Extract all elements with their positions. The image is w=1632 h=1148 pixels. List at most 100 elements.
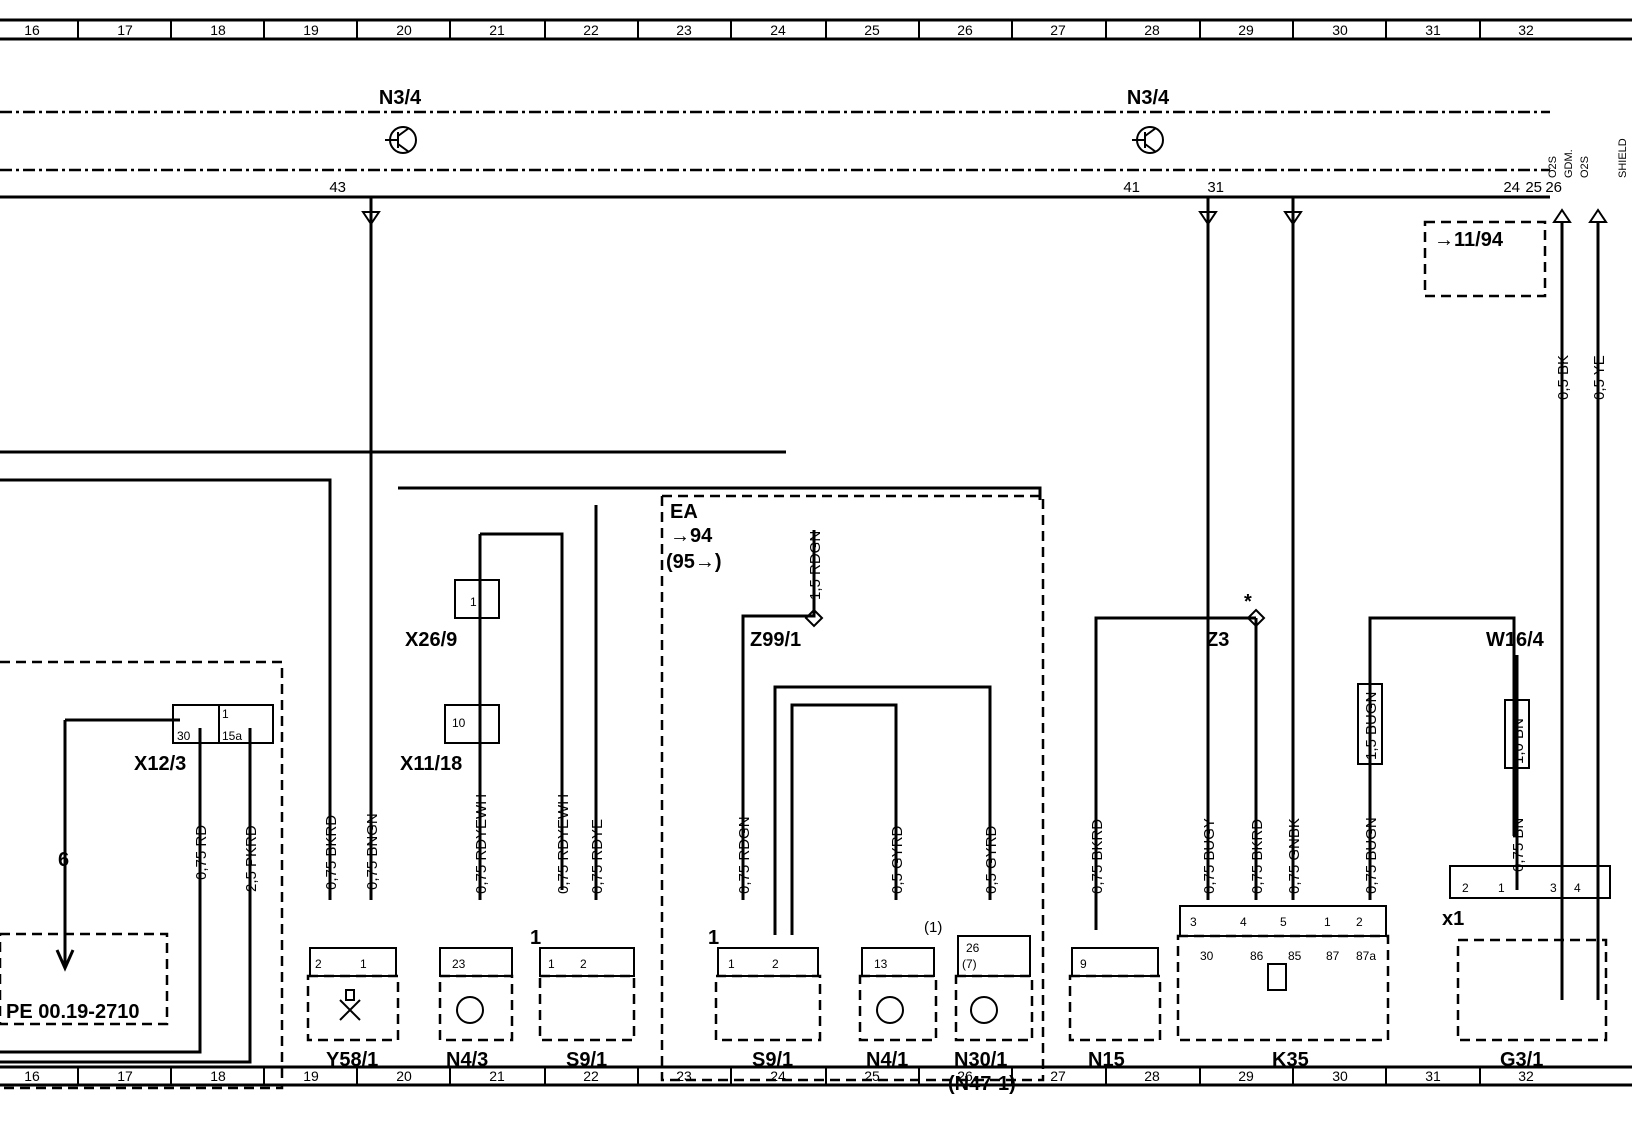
connectors-x26-x11: 1 X26/9 10 X11/18: [400, 579, 500, 775]
n30-1-label: N30/1: [954, 1049, 1007, 1071]
x12-3-label: X12/3: [134, 753, 186, 775]
ruler-bottom-20: 20: [396, 1068, 412, 1084]
z3-star: *: [1244, 591, 1252, 613]
s9-1-b-ref-1: 1: [708, 927, 719, 949]
ruler-bottom-22: 22: [583, 1068, 599, 1084]
s9-1-a-pin-2: 2: [580, 957, 587, 971]
n15-pin-9: 9: [1080, 957, 1087, 971]
x1-pin-1: 1: [1498, 881, 1505, 895]
z20-1-box: →11/94: [1423, 220, 1547, 298]
s9-1-b-pin-1: 1: [728, 957, 735, 971]
x12-3-pin-1: 1: [222, 707, 229, 721]
transistor-icon: [385, 126, 417, 154]
ruler-bottom-31: 31: [1425, 1068, 1441, 1084]
wire-rdye: 0,75 RDYE: [589, 819, 606, 894]
n4-1-label: N4/1: [866, 1049, 908, 1071]
top-ruler: 16 17 18 19 20 21 22 23 24 25 26 27 28 2…: [0, 18, 1632, 41]
n4-3-pin-23: 23: [452, 957, 466, 971]
wire-gnbk: 0,75 GNBK: [1286, 818, 1303, 894]
pin-tag-shield: SHIELD: [1617, 138, 1629, 178]
wire-bugn-box: 1,5 BUGN: [1363, 692, 1380, 760]
s9-1-a-ref-1: 1: [530, 927, 541, 949]
splices: Z99/1 Z3 * W16/4 x1: [750, 591, 1545, 930]
components-bottom: 2 1 Y58/1 23 N4/3 1 2 1 S9/1 1 2 1 S9/1 …: [306, 865, 1611, 1095]
ruler-top-18: 18: [210, 22, 226, 38]
n30-1-pin-7: (7): [962, 957, 977, 971]
z3-label: Z3: [1206, 629, 1229, 651]
valve-icon: [339, 989, 361, 1021]
k35-pin-86: 86: [1250, 949, 1264, 963]
ruler-bottom-19: 19: [303, 1068, 319, 1084]
k35-pin-1: 1: [1324, 915, 1331, 929]
ruler-top-24: 24: [770, 22, 786, 38]
pin-43: 43: [329, 179, 346, 196]
wire-ye: 0,5 YE: [1591, 355, 1608, 400]
pin-26: 26: [1545, 179, 1562, 196]
relay-coil-icon: [1267, 963, 1287, 991]
n3-4-label-left: N3/4: [379, 87, 422, 109]
wire-bn: 0,75 BN: [1510, 818, 1527, 872]
ruler-top-27: 27: [1050, 22, 1066, 38]
wire-bk: 0,5 BK: [1555, 355, 1572, 400]
wire-bkrd-a: 0,75 BKRD: [323, 815, 340, 890]
k35-pin-2: 2: [1356, 915, 1363, 929]
k35-pin-85: 85: [1288, 949, 1302, 963]
ref-six: 6: [58, 849, 69, 871]
ruler-top-19: 19: [303, 22, 319, 38]
x12-3-region: X12/3 30 1 15a 6 PE 00.19-2710: [0, 660, 284, 1090]
wire-bngn: 0,75 BNGN: [364, 813, 381, 890]
wire-rdgn-top: 1,5 RDGN: [807, 531, 824, 600]
transistor-icon: [1132, 126, 1164, 154]
x11-18-label: X11/18: [400, 753, 462, 775]
ea-range-2: (95→): [666, 551, 722, 573]
k35-label: K35: [1272, 1049, 1309, 1071]
wire-rdgn: 0,75 RDGN: [736, 816, 753, 894]
wires: [0, 197, 1608, 1064]
wire-bugy: 0,75 BUGY: [1201, 818, 1218, 894]
ruler-top-23: 23: [676, 22, 692, 38]
ruler-bottom-32: 32: [1518, 1068, 1534, 1084]
pin-tag-o2s: O2S: [1547, 156, 1559, 178]
pin-24: 24: [1503, 179, 1520, 196]
ruler-top-29: 29: [1238, 22, 1254, 38]
k35-pin-4: 4: [1240, 915, 1247, 929]
s9-1-b-pin-2: 2: [772, 957, 779, 971]
k35-pin-87a: 87a: [1356, 949, 1376, 963]
w16-4-label: W16/4: [1486, 629, 1545, 651]
y58-1-pin-1: 1: [360, 957, 367, 971]
pin-41: 41: [1123, 179, 1140, 196]
ruler-top-31: 31: [1425, 22, 1441, 38]
x1-pin-2: 2: [1462, 881, 1469, 895]
ruler-bottom-30: 30: [1332, 1068, 1348, 1084]
ruler-top-28: 28: [1144, 22, 1160, 38]
wire-bkrd-c: 0,75 BKRD: [1249, 819, 1266, 894]
ruler-top-20: 20: [396, 22, 412, 38]
pin-25: 25: [1525, 179, 1542, 196]
s9-1-a-label: S9/1: [566, 1049, 607, 1071]
ea-label: EA: [670, 501, 698, 523]
ruler-top-22: 22: [583, 22, 599, 38]
g3-1-label: G3/1: [1500, 1049, 1543, 1071]
x1-pin-3: 3: [1550, 881, 1557, 895]
control-unit-n3-4: N3/4 N3/4 43 41 31 24 25 26 O2S GDM. O2S…: [0, 87, 1629, 199]
ruler-top-32: 32: [1518, 22, 1534, 38]
pin-tag-o2s-2: O2S: [1579, 156, 1591, 178]
ruler-bottom-23: 23: [676, 1068, 692, 1084]
x26-9-pin-1: 1: [470, 595, 477, 609]
wire-labels: 0,75 RD 2,5 PKRD 0,75 BKRD 0,75 BNGN 0,7…: [193, 355, 1608, 894]
k35-pin-87: 87: [1326, 949, 1340, 963]
wire-gyrd-a: 0,5 GYRD: [889, 825, 906, 894]
n30-1-note: (1): [924, 919, 942, 936]
ruler-top-21: 21: [489, 22, 505, 38]
ruler-top-30: 30: [1332, 22, 1348, 38]
n30-1-pin-26: 26: [966, 941, 980, 955]
y58-1-label: Y58/1: [326, 1049, 378, 1071]
wire-bugn: 0,75 BUGN: [1363, 817, 1380, 894]
ruler-top-16: 16: [24, 22, 40, 38]
ruler-top-17: 17: [117, 22, 133, 38]
x11-18-pin-10: 10: [452, 716, 466, 730]
ruler-bottom-27: 27: [1050, 1068, 1066, 1084]
bottom-ruler: 16 17 18 19 20 21 22 23 24 25 26 27 28 2…: [0, 1065, 1632, 1087]
ruler-top-25: 25: [864, 22, 880, 38]
